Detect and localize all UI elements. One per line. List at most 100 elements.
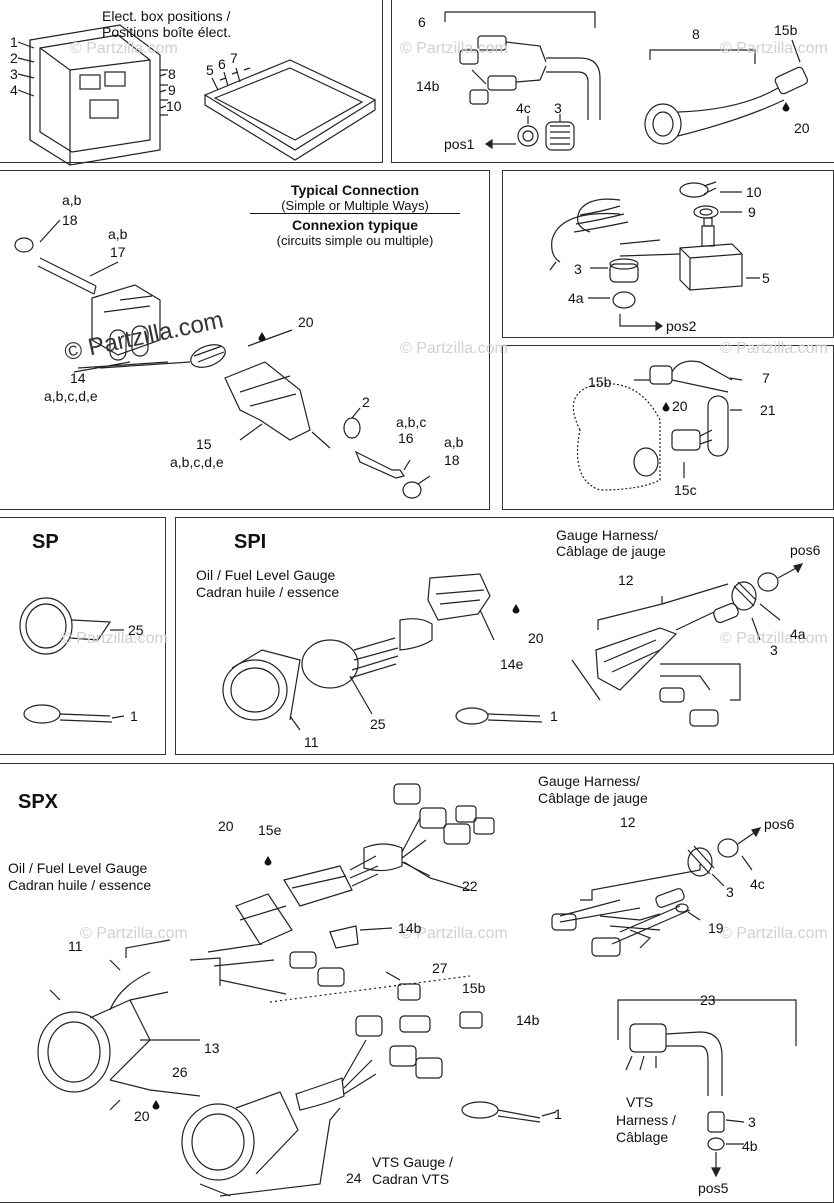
callout-3: 3 (748, 1114, 756, 1130)
callout-9: 9 (168, 82, 176, 98)
switch-art (549, 181, 760, 332)
spi-harness-title-line2: Câblage de jauge (556, 543, 666, 559)
spi-heading: SPI (234, 531, 267, 553)
callout-11: 11 (304, 734, 319, 750)
watermark: © Partzilla.com (60, 630, 168, 647)
callout-3: 3 (10, 66, 18, 82)
callout-15: 15 (196, 436, 212, 452)
connector-pair (444, 11, 601, 151)
callout-2: 2 (10, 50, 18, 66)
connexion-typique-subtitle: (circuits simple ou multiple) (276, 233, 434, 248)
vts-gauge-line1: VTS Gauge / (372, 1154, 453, 1170)
watermark: © Partzilla.com (400, 340, 508, 357)
variant-ab: a,b (108, 226, 128, 242)
oil-drop-icon (152, 1100, 160, 1110)
pos6-label: pos6 (764, 816, 795, 832)
connexion-typique-title: Connexion typique (292, 217, 418, 233)
callout-12: 12 (618, 572, 634, 588)
typical-connection-art (14, 219, 431, 499)
vts-harness-line1: VTS (626, 1094, 654, 1110)
callout-4a: 4a (790, 626, 806, 642)
callout-14: 14 (70, 370, 86, 386)
callout-6: 6 (418, 14, 426, 30)
spi-gauge-title-line1: Oil / Fuel Level Gauge (196, 567, 336, 583)
callout-15e: 15e (258, 822, 282, 838)
spi-art (222, 563, 804, 731)
watermark: © Partzilla.com (400, 925, 508, 942)
watermark: © Partzilla.com (400, 40, 508, 57)
callout-14b: 14b (416, 78, 440, 94)
callout-14e: 14e (500, 656, 524, 672)
vts-harness-line3: Câblage (616, 1129, 669, 1145)
watermark: © Partzilla.com (720, 40, 828, 57)
variant-abcde: a,b,c,d,e (44, 388, 98, 404)
callout-15b: 15b (462, 980, 486, 996)
callout-15b: 15b (774, 22, 798, 38)
spx-heading: SPX (18, 791, 59, 813)
callout-20: 20 (218, 818, 234, 834)
callout-4c: 4c (750, 876, 765, 892)
callout-18: 18 (62, 212, 78, 228)
callout-3: 3 (554, 100, 562, 116)
callout-4a: 4a (568, 290, 584, 306)
callout-20: 20 (794, 120, 810, 136)
callout-15b: 15b (588, 374, 612, 390)
callout-9: 9 (748, 204, 756, 220)
elect-box-upright (29, 24, 168, 166)
callout-15c: 15c (674, 482, 697, 498)
callout-16: 16 (398, 430, 414, 446)
variant-ab: a,b (62, 192, 82, 208)
callout-23: 23 (700, 992, 716, 1008)
callout-19: 19 (708, 920, 724, 936)
callout-25: 25 (370, 716, 386, 732)
callout-20: 20 (298, 314, 314, 330)
watermark: © Partzilla.com (80, 925, 188, 942)
callout-18: 18 (444, 452, 460, 468)
pos1-label: pos1 (444, 136, 475, 152)
callout-14b: 14b (398, 920, 422, 936)
callout-27: 27 (432, 960, 448, 976)
pos5-label: pos5 (698, 1180, 729, 1196)
watermark: © Partzilla.com (720, 925, 828, 942)
spx-gauge-title-line1: Oil / Fuel Level Gauge (8, 860, 148, 876)
oil-drop-icon (264, 856, 272, 866)
pos2-label: pos2 (666, 318, 697, 334)
watermark: © Partzilla.com (70, 40, 178, 57)
callout-7: 7 (230, 50, 238, 66)
oil-drop-icon (782, 102, 790, 112)
connector-15-art (572, 360, 743, 491)
oil-drop-icon (662, 402, 670, 412)
callout-26: 26 (172, 1064, 188, 1080)
oil-drop-icon (512, 604, 520, 614)
callout-21: 21 (760, 402, 776, 418)
callout-2: 2 (362, 394, 370, 410)
callout-13: 13 (204, 1040, 220, 1056)
variant-ab: a,b (444, 434, 464, 450)
elect-box-title-line1: Elect. box positions / (102, 8, 231, 24)
callout-10: 10 (746, 184, 762, 200)
callout-11: 11 (68, 938, 83, 954)
callout-7: 7 (762, 370, 770, 386)
spx-art (37, 783, 797, 1197)
callout-1: 1 (130, 708, 138, 724)
spx-harness-title-line2: Câblage de jauge (538, 790, 648, 806)
watermark: © Partzilla.com (720, 630, 828, 647)
vts-harness-line2: Harness / (616, 1112, 676, 1128)
callout-20: 20 (528, 630, 544, 646)
spi-gauge-title-line2: Cadran huile / essence (196, 584, 340, 600)
variant-abc: a,b,c (396, 414, 427, 430)
typical-connection-subtitle: (Simple or Multiple Ways) (250, 198, 460, 214)
sp-heading: SP (32, 531, 59, 553)
callout-14b: 14b (516, 1012, 540, 1028)
spx-gauge-title-line2: Cadran huile / essence (8, 877, 152, 893)
panel-spi (175, 517, 834, 755)
panel-connector-15 (502, 345, 834, 510)
oil-drop-icon (258, 332, 266, 342)
callout-4c: 4c (516, 100, 531, 116)
spx-harness-title-line1: Gauge Harness/ (538, 773, 640, 789)
callout-1: 1 (10, 34, 18, 50)
variant-abcde: a,b,c,d,e (170, 454, 224, 470)
callout-17: 17 (110, 244, 126, 260)
vts-gauge-line2: Cadran VTS (372, 1171, 450, 1187)
